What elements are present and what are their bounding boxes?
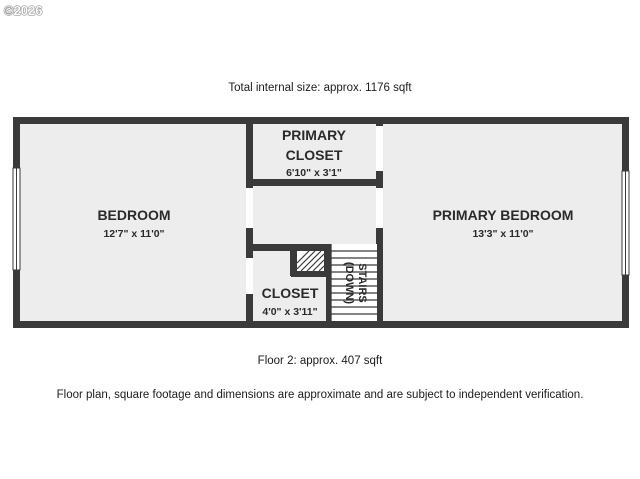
primary-closet-label-line1: PRIMARY xyxy=(282,127,347,143)
floor-size-caption: Floor 2: approx. 407 sqft xyxy=(257,355,383,367)
bedroom-floor xyxy=(20,124,246,321)
primary-bedroom-floor xyxy=(383,124,622,321)
closet-label: CLOSET xyxy=(262,285,319,301)
closet-door-opening xyxy=(246,258,253,294)
primary-bedroom-door-opening xyxy=(376,188,383,228)
disclaimer-text: Floor plan, square footage and dimension… xyxy=(56,389,584,401)
stair-treads xyxy=(330,244,377,321)
hallway-floor xyxy=(253,186,376,244)
window-right xyxy=(621,170,630,276)
primary-closet-dims: 6'10" x 3'1" xyxy=(286,167,342,179)
copyright-watermark: ©2026 xyxy=(4,3,43,18)
bedroom-label: BEDROOM xyxy=(97,207,170,223)
closet-floor-left xyxy=(253,251,290,321)
total-size-caption: Total internal size: approx. 1176 sqft xyxy=(228,82,412,94)
primary-closet-floor xyxy=(253,124,376,179)
stairs-label-line2: (DOWN) xyxy=(343,262,355,304)
primary-bedroom-label: PRIMARY BEDROOM xyxy=(433,207,574,223)
window-left xyxy=(12,167,21,271)
primary-closet-label-line2: CLOSET xyxy=(286,147,343,163)
bedroom-door-opening xyxy=(246,188,253,228)
primary-closet-door-opening xyxy=(376,126,383,171)
closet-floor-right xyxy=(290,276,326,321)
primary-bedroom-dims: 13'3" x 11'0" xyxy=(472,228,533,240)
stairs-label: STAIRS (DOWN) xyxy=(343,262,368,304)
chimney-hatch xyxy=(296,250,325,272)
closet-dims: 4'0" x 3'11" xyxy=(262,306,317,318)
stairs-area xyxy=(331,244,377,321)
stairs-label-line1: STAIRS xyxy=(356,263,368,303)
bedroom-dims: 12'7" x 11'0" xyxy=(103,228,164,240)
